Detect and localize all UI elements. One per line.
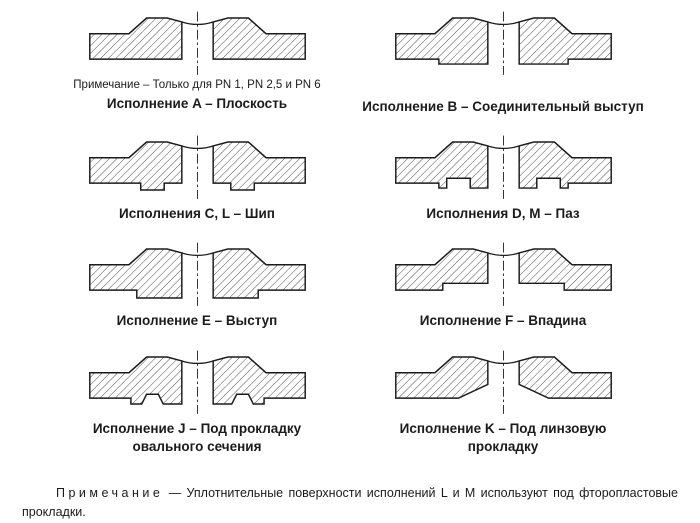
- flange-section-k-drawing: [394, 350, 612, 414]
- figure-a-note: Примечание – Только для PN 1, PN 2,5 и P…: [73, 79, 321, 91]
- figures-grid: Примечание – Только для PN 1, PN 2,5 и P…: [0, 10, 700, 474]
- figure-j: Исполнение J – Под прокладку овального с…: [51, 349, 343, 456]
- figure-a: Примечание – Только для PN 1, PN 2,5 и P…: [51, 10, 343, 116]
- figure-k-caption: Исполнение K – Под линзовую прокладку: [399, 420, 607, 454]
- figure-dm-caption: Исполнения D, M – Паз: [426, 206, 580, 222]
- flange-section-a-drawing: [88, 11, 306, 75]
- figure-e-caption: Исполнение E – Выступ: [116, 313, 278, 329]
- figure-e: Исполнение E – Выступ: [51, 241, 343, 330]
- footnote-label: Примечание: [56, 486, 164, 501]
- figure-dm: Исполнения D, M – Паз: [357, 134, 649, 223]
- flange-section-j-drawing: [88, 350, 306, 414]
- figure-k: Исполнение K – Под линзовую прокладку: [357, 349, 649, 456]
- figure-cl: Исполнения C, L – Шип: [51, 134, 343, 223]
- figure-j-caption: Исполнение J – Под прокладку овального с…: [92, 420, 302, 454]
- flange-section-f-drawing: [394, 243, 612, 307]
- figure-b-caption: Исполнение B – Соединительный выступ: [362, 99, 644, 114]
- figure-b: Исполнение B – Соединительный выступ: [357, 10, 649, 116]
- footnote-text: — Уплотнительные поверхности исполнений …: [22, 486, 678, 520]
- flange-section-cl-drawing: [88, 135, 306, 200]
- figure-f: Исполнение F – Впадина: [357, 241, 649, 330]
- footnote: Примечание — Уплотнительные поверхности …: [22, 484, 678, 523]
- figure-a-caption: Исполнение A – Плоскость: [106, 96, 288, 111]
- flange-section-b-drawing: [394, 11, 612, 75]
- flange-section-e-drawing: [88, 243, 306, 307]
- flange-section-dm-drawing: [394, 135, 612, 200]
- figure-f-caption: Исполнение F – Впадина: [419, 313, 587, 329]
- figure-cl-caption: Исполнения C, L – Шип: [119, 206, 275, 222]
